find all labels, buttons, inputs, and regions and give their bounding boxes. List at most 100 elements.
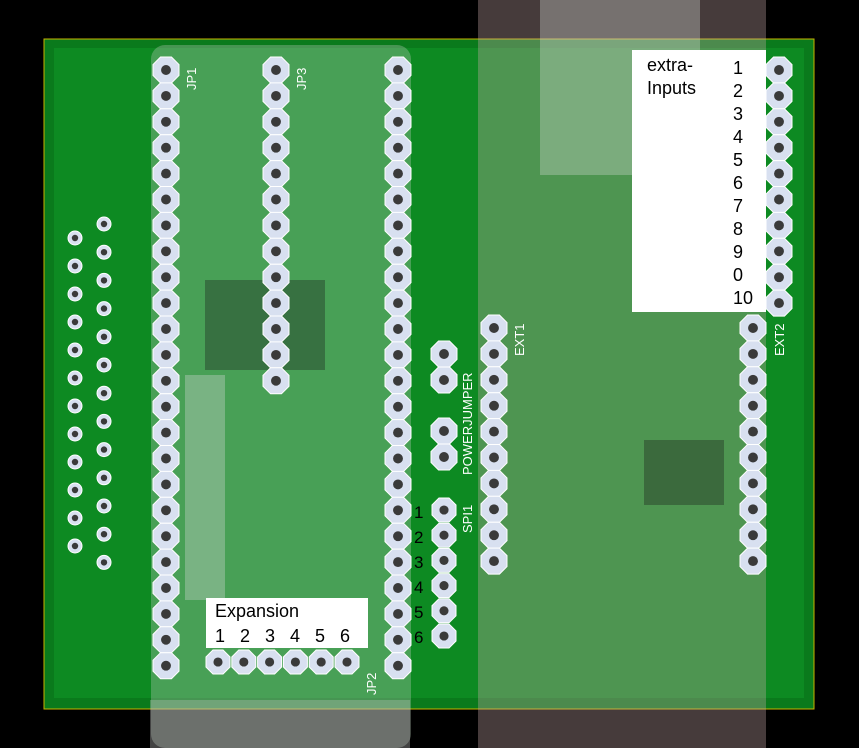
pad-group [67, 56, 793, 680]
pad-ext1 [480, 392, 508, 420]
drill-hole [439, 631, 449, 641]
pad-via-right [96, 413, 112, 429]
pad-left-header [152, 263, 180, 291]
drill-hole [774, 142, 784, 153]
expansion-number: 2 [240, 626, 251, 646]
drill-hole [271, 116, 281, 127]
pad-via-right [96, 526, 112, 542]
drill-hole [161, 660, 171, 671]
extra-input-number: 1 [733, 58, 744, 78]
pad-via-right [96, 470, 112, 486]
pad-left-header [152, 393, 180, 421]
drill-hole [271, 349, 281, 360]
usb-chip-overlay [644, 440, 724, 505]
drill-hole [271, 220, 281, 231]
drill-hole [271, 90, 281, 101]
pad-ext2 [739, 444, 767, 471]
pad-spi1 [431, 547, 457, 573]
extra-input-number: 10 [733, 288, 754, 308]
extra-input-number: 7 [733, 196, 744, 216]
drill-hole [71, 458, 79, 466]
drill-hole [100, 333, 108, 340]
pad-right-header [384, 289, 412, 317]
extra-input-number: 6 [733, 173, 744, 193]
label-jp3: JP3 [294, 67, 309, 90]
pad-left-header [152, 186, 180, 213]
label-jp1: JP1 [184, 67, 199, 90]
pad-extra-input [765, 160, 793, 188]
pad-spi1 [431, 623, 457, 649]
drill-hole [393, 634, 403, 645]
drill-hole [271, 375, 281, 386]
pad-extra-input [765, 82, 793, 110]
pad-expansion [205, 649, 231, 675]
pad-right-header [384, 393, 412, 421]
drill-hole [239, 657, 249, 667]
pad-left-header [152, 134, 180, 162]
extra-input-number: 0 [733, 265, 744, 285]
pad-middle-header [262, 341, 290, 369]
hdmi-overlay [150, 700, 410, 748]
pad-power-jumper [430, 417, 458, 445]
drill-hole [393, 65, 403, 75]
pad-expansion [282, 649, 308, 675]
pad-ext2 [739, 366, 767, 394]
drill-hole [100, 446, 108, 453]
drill-hole [393, 168, 403, 179]
pad-ext2 [739, 495, 767, 523]
drill-hole [774, 65, 784, 75]
pad-expansion [231, 649, 257, 675]
pad-ext1 [480, 547, 508, 575]
drill-hole [71, 486, 79, 494]
drill-hole [439, 530, 449, 540]
drill-hole [161, 453, 171, 464]
pad-left-header [152, 600, 180, 628]
drill-hole [100, 249, 108, 256]
expansion-title: Expansion [215, 601, 300, 621]
drill-hole [489, 374, 499, 385]
drill-hole [161, 427, 171, 438]
drill-hole [271, 298, 281, 309]
label-spi1: SPI1 [460, 504, 475, 533]
spi-number: 3 [414, 553, 424, 572]
drill-hole [748, 452, 758, 463]
pad-middle-header [262, 56, 290, 84]
drill-hole [271, 246, 281, 257]
drill-hole [71, 346, 79, 354]
pad-via-left [67, 426, 83, 442]
spi-number: 6 [414, 628, 424, 647]
pad-via-left [67, 258, 83, 274]
pad-right-header [384, 367, 412, 395]
drill-hole [161, 479, 171, 490]
pad-right-header [384, 600, 412, 628]
pad-via-right [96, 498, 112, 514]
pad-ext1 [480, 495, 508, 523]
pad-via-left [67, 314, 83, 330]
pad-ext1 [480, 366, 508, 394]
pad-spi1 [431, 522, 457, 548]
pad-right-header [384, 419, 412, 447]
pad-middle-header [262, 211, 290, 239]
drill-hole [439, 505, 449, 515]
pad-right-header [384, 626, 412, 654]
drill-hole [100, 474, 108, 481]
drill-hole [271, 168, 281, 179]
pad-left-header [152, 548, 180, 576]
drill-hole [316, 657, 326, 667]
drill-hole [748, 504, 758, 515]
drill-hole [161, 401, 171, 412]
drill-hole [161, 65, 171, 75]
pad-right-header [384, 82, 412, 110]
drill-hole [213, 657, 223, 667]
pad-via-right [96, 216, 112, 232]
pad-left-header [152, 82, 180, 110]
label-powerjumper: POWERJUMPER [460, 372, 475, 475]
spi-number: 2 [414, 528, 424, 547]
drill-hole [100, 531, 108, 538]
drill-hole [489, 504, 499, 515]
pad-via-left [67, 510, 83, 526]
expansion-label-box: Expansion 1 2 3 4 5 6 [206, 598, 368, 648]
drill-hole [393, 90, 403, 101]
spi-number: 5 [414, 603, 424, 622]
drill-hole [748, 323, 758, 333]
